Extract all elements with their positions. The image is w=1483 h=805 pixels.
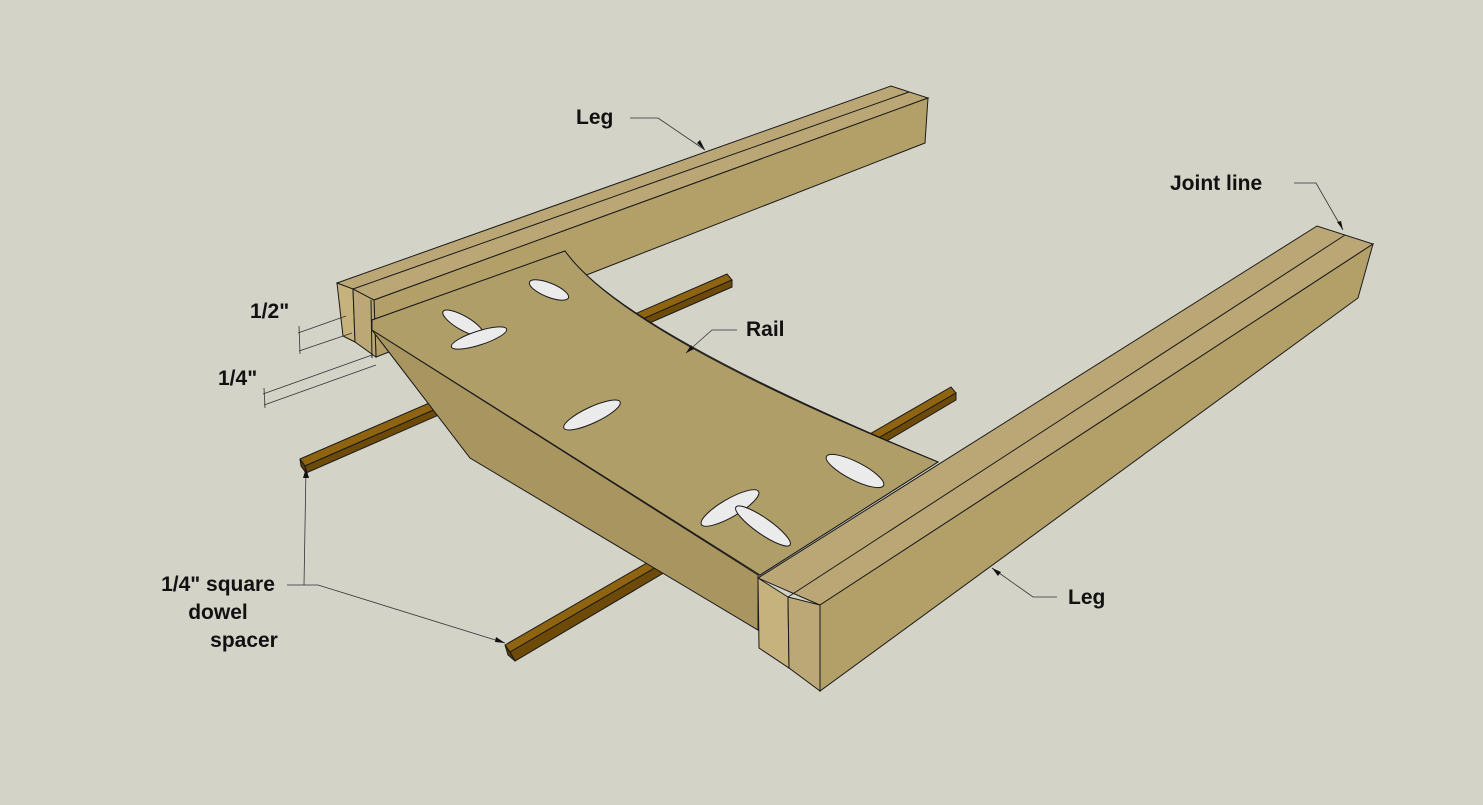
label-joint-line: Joint line <box>1170 172 1263 195</box>
label-dowel-line2: dowel <box>188 601 248 624</box>
label-dowel-line3: spacer <box>210 629 278 652</box>
label-rail: Rail <box>746 318 785 341</box>
label-leg-bottom: Leg <box>1068 586 1106 609</box>
label-dowel-line1: 1/4" square <box>161 573 275 596</box>
label-half-inch: 1/2" <box>250 300 290 323</box>
dimension-half-inch <box>297 315 353 355</box>
label-leg-top: Leg <box>576 106 614 129</box>
dimension-quarter-inch <box>262 354 377 409</box>
label-quarter-inch: 1/4" <box>218 367 258 390</box>
rail <box>371 250 940 631</box>
front-leg <box>756 225 1375 692</box>
leader-lines <box>287 117 1344 644</box>
pocket-slots <box>442 279 885 547</box>
